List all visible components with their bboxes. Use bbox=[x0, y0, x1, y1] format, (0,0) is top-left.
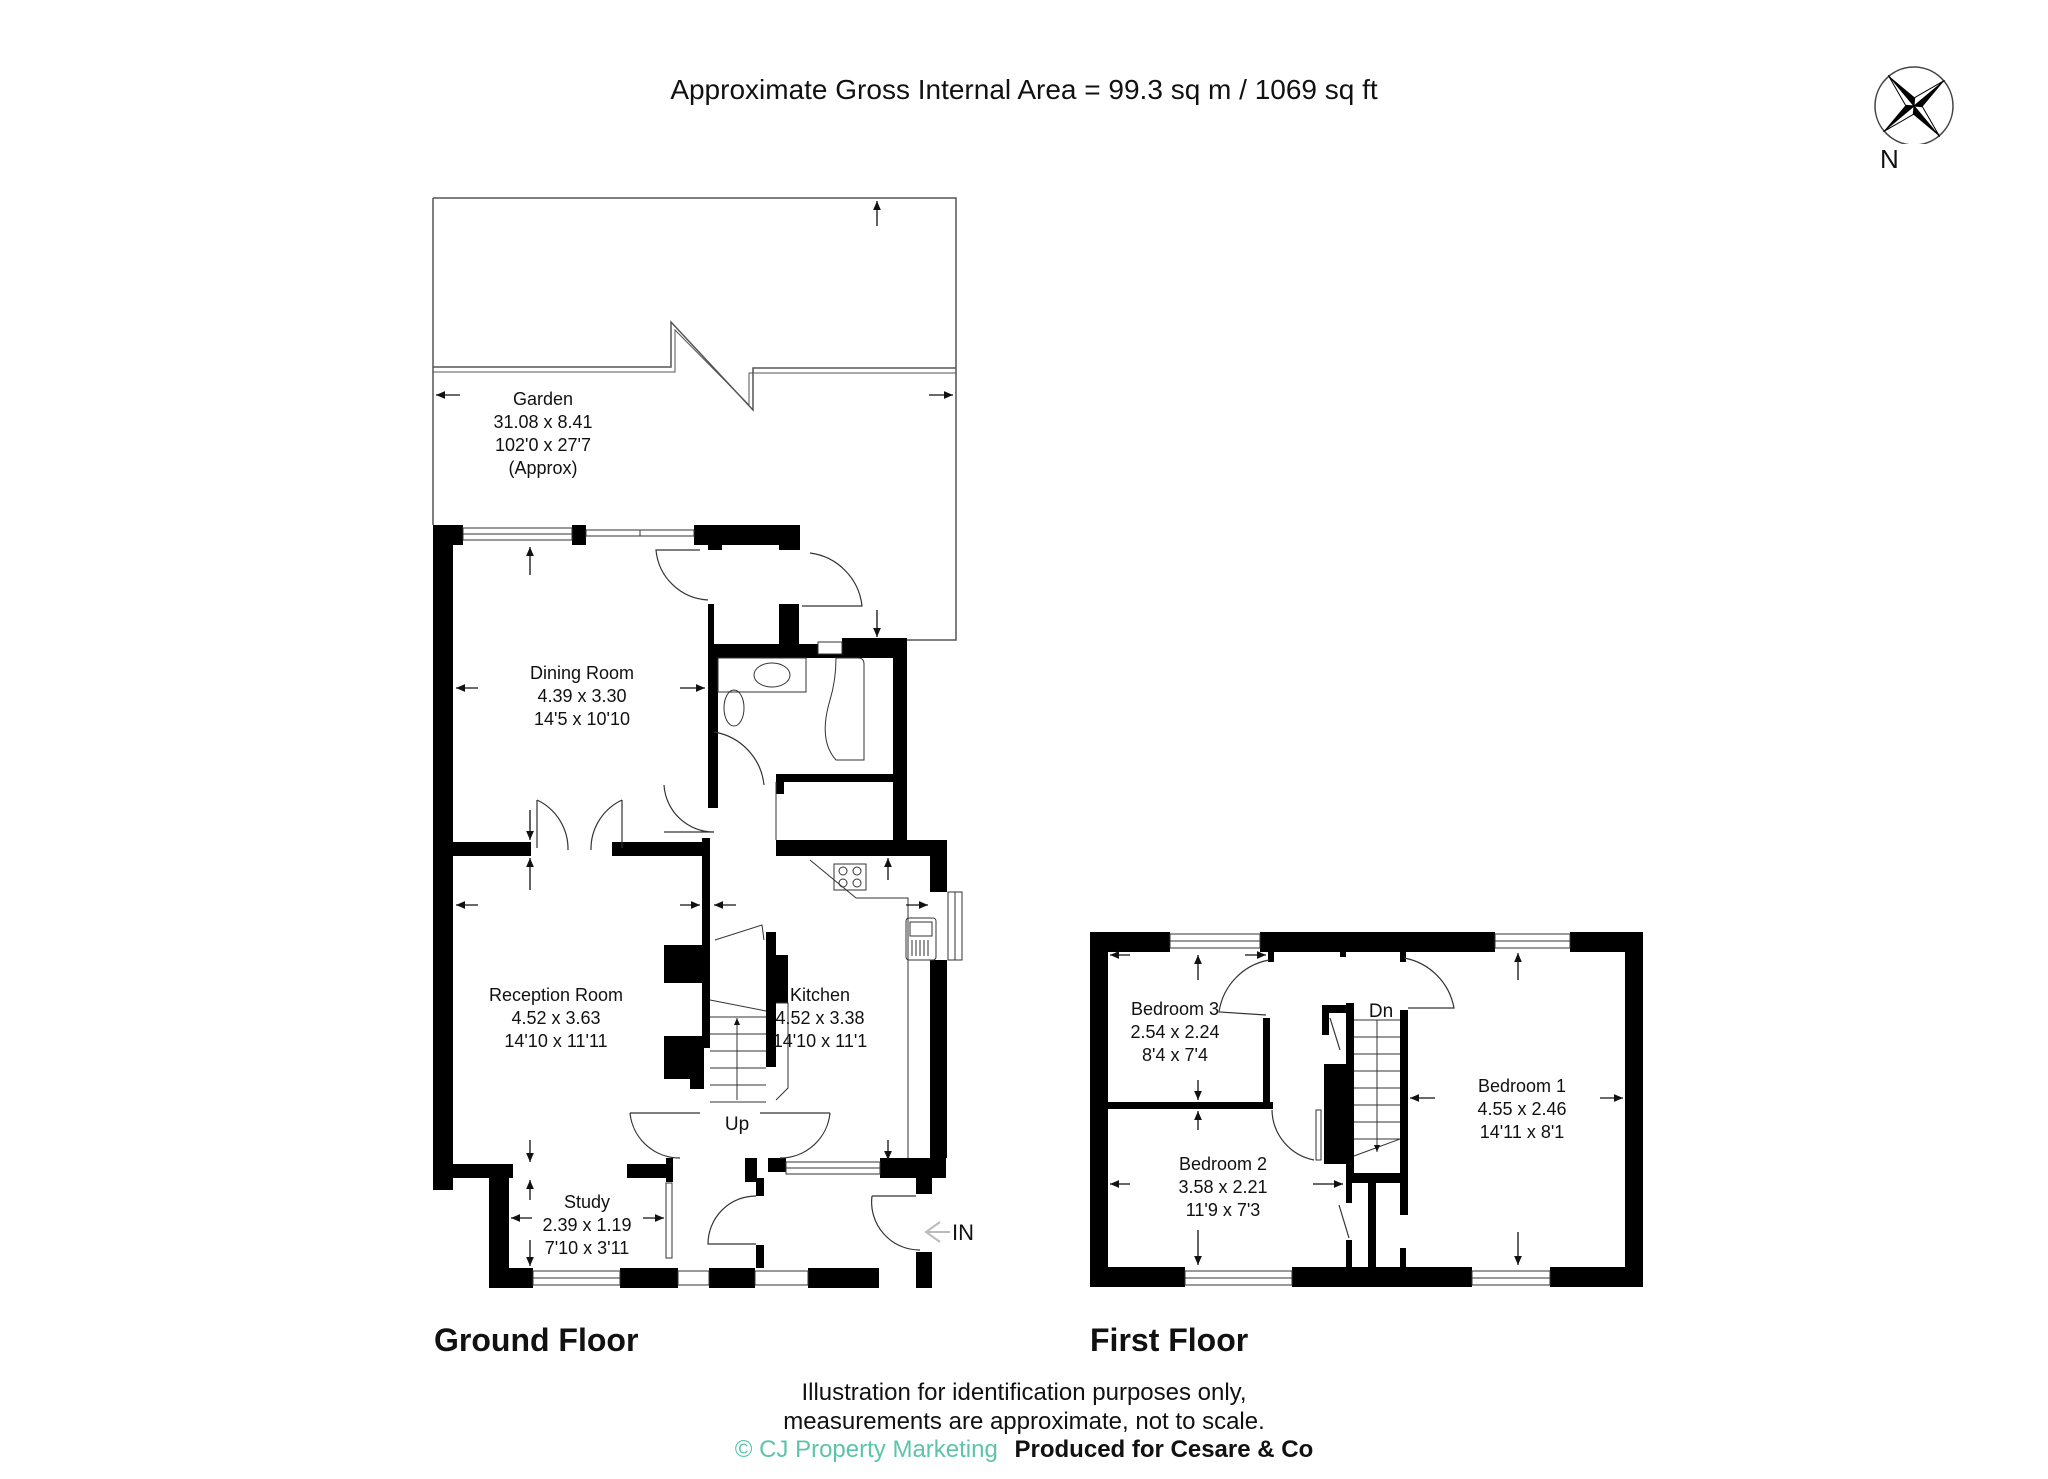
bedroom-1-imperial: 14'11 x 8'1 bbox=[1480, 1122, 1565, 1142]
study-imperial: 7'10 x 3'11 bbox=[545, 1238, 630, 1258]
compass-north-label: N bbox=[1880, 144, 1899, 174]
ground-floor-plan: Garden 31.08 x 8.41 102'0 x 27'7 (Approx… bbox=[432, 197, 974, 1288]
bedroom-2-metric: 3.58 x 2.21 bbox=[1178, 1177, 1267, 1197]
first-floor-windows bbox=[1169, 933, 1571, 1286]
dining-room-name: Dining Room bbox=[530, 663, 634, 683]
sink-icon bbox=[905, 917, 937, 961]
first-floor-dimension-arrows bbox=[1110, 951, 1623, 1265]
garden-outline bbox=[432, 197, 957, 641]
garden-imperial: 102'0 x 27'7 bbox=[495, 435, 591, 455]
first-floor-doors bbox=[1218, 957, 1455, 1239]
ground-floor-label: Ground Floor bbox=[434, 1322, 639, 1358]
stairs-up-label: Up bbox=[725, 1114, 749, 1135]
study-name: Study bbox=[564, 1192, 610, 1212]
produced-for-text: Produced for Cesare & Co bbox=[1014, 1436, 1314, 1463]
garden-metric: 31.08 x 8.41 bbox=[493, 412, 592, 432]
copyright-text: © CJ Property Marketing bbox=[734, 1436, 998, 1463]
bedroom-3-name: Bedroom 3 bbox=[1131, 999, 1219, 1019]
bedroom-3-imperial: 8'4 x 7'4 bbox=[1142, 1045, 1208, 1065]
toilet-icon bbox=[723, 689, 745, 727]
kitchen-fittings bbox=[809, 859, 937, 1158]
study-metric: 2.39 x 1.19 bbox=[542, 1215, 631, 1235]
ground-floor-windows bbox=[462, 527, 963, 1286]
compass-rose-icon: N bbox=[1872, 64, 1962, 174]
disclaimer-line-2: measurements are approximate, not to sca… bbox=[783, 1408, 1265, 1435]
first-floor-label: First Floor bbox=[1090, 1322, 1249, 1358]
stairs-down-label: Dn bbox=[1369, 1001, 1393, 1022]
bedroom-1-metric: 4.55 x 2.46 bbox=[1477, 1099, 1566, 1119]
dining-room-metric: 4.39 x 3.30 bbox=[537, 686, 626, 706]
entrance-label: IN bbox=[952, 1220, 974, 1245]
dining-room-imperial: 14'5 x 10'10 bbox=[534, 709, 630, 729]
reception-room-imperial: 14'10 x 11'11 bbox=[504, 1031, 607, 1051]
first-floor-plan: Bedroom 3 2.54 x 2.24 8'4 x 7'4 Bedroom … bbox=[1090, 932, 1643, 1287]
entrance-arrow-icon bbox=[924, 1221, 950, 1243]
ground-floor-walls bbox=[433, 525, 947, 1288]
ground-floor-stairs bbox=[709, 924, 789, 1103]
garden-note: (Approx) bbox=[508, 458, 577, 478]
ground-floor-dimension-arrows bbox=[456, 547, 928, 1266]
reception-room-name: Reception Room bbox=[489, 985, 623, 1005]
ground-floor-doors bbox=[536, 549, 921, 1251]
bath-icon bbox=[824, 657, 865, 761]
bathroom-fittings bbox=[717, 657, 865, 840]
credit-line: © CJ Property Marketing Produced for Ces… bbox=[0, 1436, 2048, 1464]
kitchen-metric: 4.52 x 3.38 bbox=[775, 1008, 864, 1028]
bedroom-1-name: Bedroom 1 bbox=[1478, 1076, 1566, 1096]
garden-name: Garden bbox=[513, 389, 573, 409]
hob-icon bbox=[833, 863, 867, 891]
bedroom-2-name: Bedroom 2 bbox=[1179, 1154, 1267, 1174]
bedroom-2-imperial: 11'9 x 7'3 bbox=[1186, 1200, 1261, 1220]
bedroom-3-metric: 2.54 x 2.24 bbox=[1130, 1022, 1219, 1042]
kitchen-imperial: 14'10 x 11'1 bbox=[773, 1031, 868, 1051]
kitchen-name: Kitchen bbox=[790, 985, 850, 1005]
first-floor-walls bbox=[1090, 932, 1643, 1287]
first-floor-stairs bbox=[1353, 1019, 1401, 1157]
gross-internal-area-title: Approximate Gross Internal Area = 99.3 s… bbox=[670, 74, 1378, 105]
reception-room-metric: 4.52 x 3.63 bbox=[511, 1008, 600, 1028]
disclaimer-line-1: Illustration for identification purposes… bbox=[801, 1379, 1247, 1406]
basin-icon bbox=[753, 662, 791, 688]
